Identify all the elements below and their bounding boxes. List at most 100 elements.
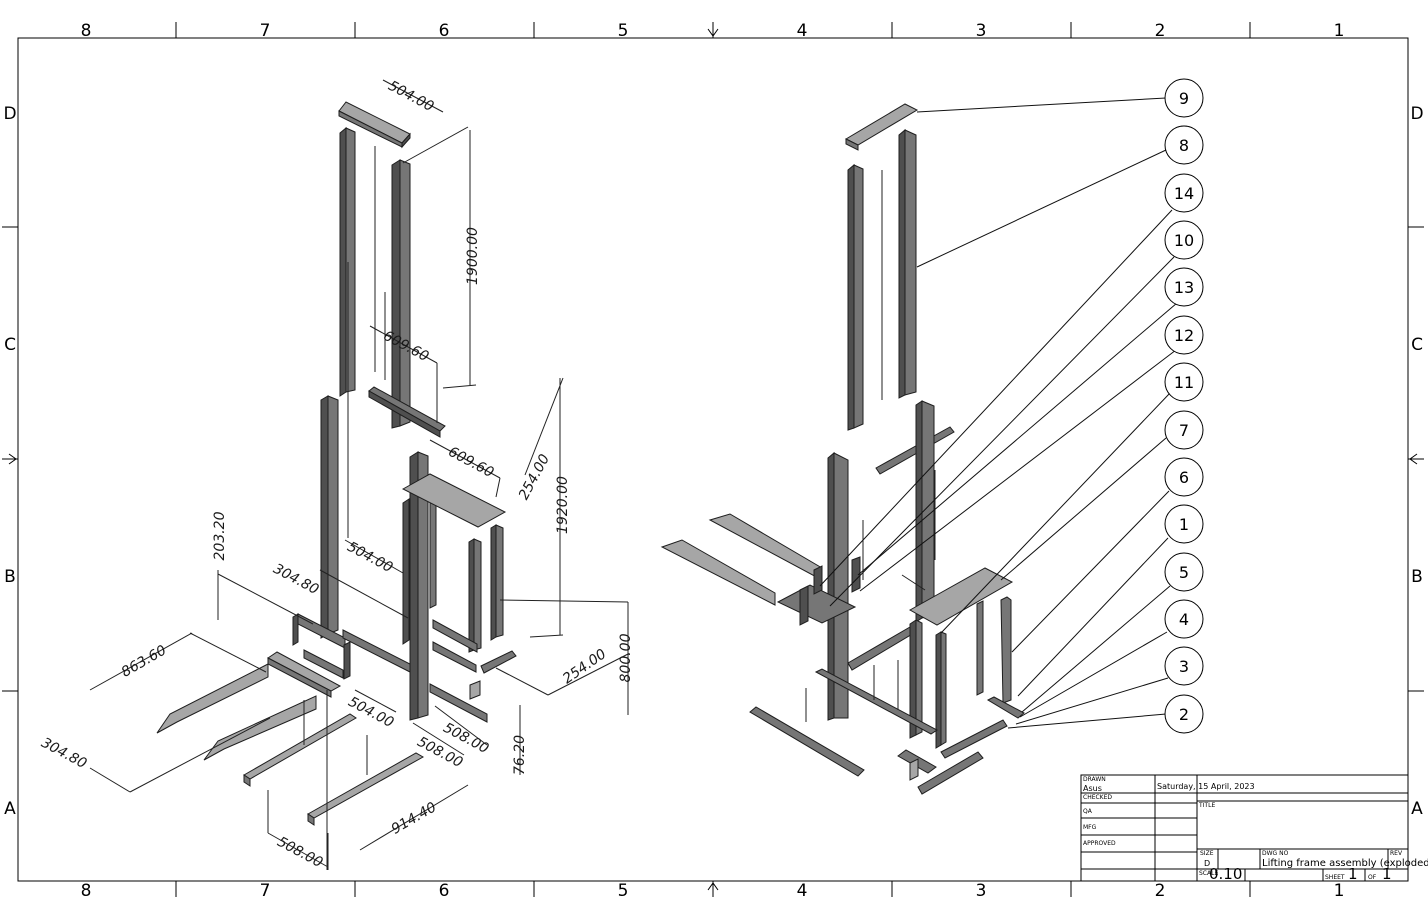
balloon-number: 12 [1174, 326, 1194, 345]
balloon-number: 4 [1179, 610, 1189, 629]
bracket-r [847, 626, 915, 671]
base-bar-r1 [814, 668, 938, 735]
top-beam-part [338, 101, 411, 149]
dimension-label: 504.00 [385, 78, 436, 115]
balloon-number: 9 [1179, 89, 1189, 108]
post-r3 [976, 596, 1012, 704]
base-bar-r3 [897, 696, 1025, 795]
balloon-number: 10 [1174, 231, 1194, 250]
of-value: 1 [1382, 865, 1392, 883]
zone-col-label: 1 [1334, 881, 1345, 901]
balloon: 8 [1164, 125, 1204, 165]
scale-value: 0.10 [1209, 865, 1242, 883]
base-member-d [303, 641, 351, 680]
dimension-label: 254.00 [560, 646, 609, 687]
drawn-by-value: Asus [1083, 784, 1102, 793]
dimension-label: 76.20 [512, 735, 528, 775]
balloon: 10 [1164, 220, 1204, 260]
center-lines-r [805, 170, 936, 722]
balloon-number: 1 [1179, 515, 1189, 534]
short-post-a [468, 538, 482, 653]
dimension-lines [89, 79, 629, 870]
zone-col-label: 2 [1155, 881, 1166, 901]
size-label: SIZE [1200, 850, 1214, 857]
title-block [1080, 774, 1409, 882]
top-beam-part-r [844, 103, 919, 151]
balloon: 7 [1164, 410, 1204, 450]
base-member-c [432, 619, 478, 673]
dimension-label: 203.20 [212, 511, 228, 560]
zone-row-label: A [4, 799, 16, 819]
balloon: 2 [1164, 694, 1204, 734]
zone-col-label: 5 [618, 21, 629, 41]
balloon: 1 [1164, 504, 1204, 544]
zone-col-label: 6 [439, 21, 450, 41]
balloon-number: 5 [1179, 563, 1189, 582]
short-post-b [490, 524, 504, 641]
title-label: TITLE [1198, 802, 1215, 809]
balloon: 3 [1164, 646, 1204, 686]
center-lines [303, 146, 386, 870]
plate-r [908, 567, 1014, 626]
mid-column-r1 [827, 451, 849, 721]
balloon-number: 13 [1174, 278, 1194, 297]
zone-col-label: 6 [439, 881, 450, 901]
dimension-label: 254.00 [516, 452, 553, 503]
balloon-number: 6 [1179, 468, 1189, 487]
dimension-label: 504.00 [344, 539, 395, 576]
mid-column-r2 [915, 400, 935, 623]
base-bar-long-a [243, 713, 357, 787]
upper-cross-beam [368, 386, 446, 438]
left-exploded-view: 504.00 1900.00 609.60 609.60 254.00 1920… [38, 78, 634, 871]
mast-column-r1 [847, 163, 864, 431]
zone-col-label: 2 [1155, 21, 1166, 41]
zone-row-label: D [3, 104, 16, 124]
checked-label: CHECKED [1083, 794, 1112, 801]
qa-label: QA [1083, 808, 1093, 815]
small-block [469, 680, 481, 700]
zone-col-label: 4 [797, 881, 808, 901]
dimension-label: 508.00 [274, 834, 325, 871]
leader-lines [819, 97, 1178, 729]
scale-label: SCALE [1199, 870, 1218, 877]
cross-beam-r [875, 426, 955, 475]
base-member-b [342, 629, 411, 673]
balloon-number: 2 [1179, 705, 1189, 724]
zone-col-label: 7 [260, 21, 271, 41]
dimension-label: 1900.00 [465, 227, 481, 285]
dimension-label: 304.80 [270, 561, 321, 598]
fork-bar-a [267, 651, 342, 698]
zone-row-label: C [4, 335, 16, 355]
middle-column-left [320, 395, 339, 639]
dwg-no-value: Lifting frame assembly (exploded) [1262, 858, 1428, 869]
zone-row-label: C [1411, 335, 1423, 355]
balloon: 14 [1164, 173, 1204, 213]
centering-marks [2, 22, 1424, 897]
zone-col-label: 4 [797, 21, 808, 41]
post-r2 [935, 631, 947, 749]
balloon: 9 [1164, 78, 1204, 118]
balloon: 11 [1164, 362, 1204, 402]
post-r1 [909, 619, 923, 739]
base-bar-long-b [307, 752, 425, 826]
platform-plate [401, 473, 507, 528]
zone-col-label: 8 [81, 881, 92, 901]
mast-column-r2 [898, 128, 917, 399]
size-value: D [1204, 859, 1210, 868]
sheet-label: SHEET [1325, 874, 1345, 881]
sheet-value: 1 [1348, 865, 1358, 883]
balloon: 5 [1164, 552, 1204, 592]
drawn-date-value: Saturday, 15 April, 2023 [1157, 782, 1255, 791]
middle-column-right [409, 451, 429, 721]
of-label: OF [1368, 874, 1377, 881]
drawn-label: DRAWN [1083, 776, 1106, 783]
upper-column-left [339, 126, 356, 397]
dimension-label: 1920.00 [555, 476, 571, 534]
zone-row-label: A [1411, 799, 1423, 819]
rev-label: REV [1390, 850, 1403, 857]
balloon: 13 [1164, 267, 1204, 307]
zone-row-label: B [1411, 567, 1423, 587]
balloon-number: 11 [1174, 373, 1194, 392]
